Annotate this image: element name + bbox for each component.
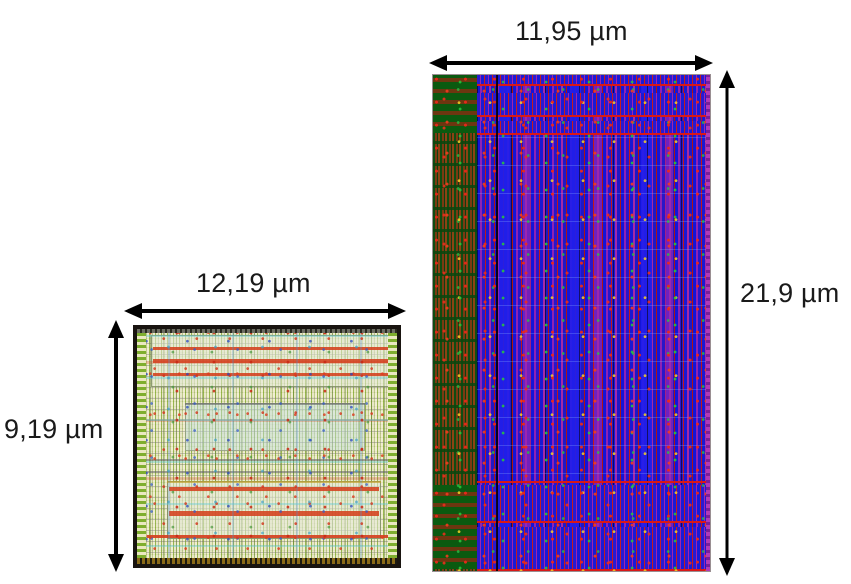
left-speckle-texture xyxy=(137,329,397,564)
left-width-arrow xyxy=(124,303,406,319)
right-width-label: 11,95 µm xyxy=(515,16,628,46)
left-width-label: 12,19 µm xyxy=(196,268,311,298)
left-height-arrow xyxy=(108,320,124,572)
left-height-label: 9,19 µm xyxy=(4,414,104,444)
right-width-arrow xyxy=(429,55,713,71)
right-height-label: 21,9 µm xyxy=(740,278,840,308)
left-chip-inner xyxy=(137,329,397,564)
left-io-ring-bottom xyxy=(137,558,397,564)
left-chip-layout xyxy=(133,325,401,568)
right-speckle-texture xyxy=(433,75,710,571)
left-io-ring-left xyxy=(137,329,146,564)
right-chip-layout xyxy=(432,74,711,572)
left-io-ring-top xyxy=(137,329,397,333)
right-height-arrow xyxy=(719,70,735,576)
right-column-separator xyxy=(496,75,498,571)
right-chip-inner xyxy=(433,75,710,571)
right-edge-magenta xyxy=(706,75,710,571)
left-io-ring-right xyxy=(388,329,397,564)
